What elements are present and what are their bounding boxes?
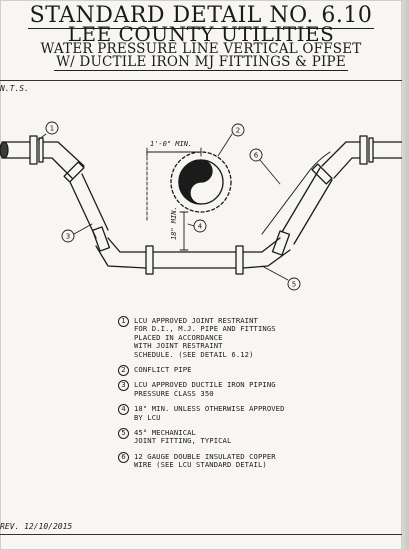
callout-4-circle	[193, 219, 207, 233]
callout-1: 1	[50, 125, 54, 133]
leader-4	[187, 223, 195, 227]
detail-title: STANDARD DETAIL NO. 6.10	[0, 3, 402, 29]
notes-list: 1 LCU APPROVED JOINT RESTRAINT FOR D.I., …	[118, 316, 378, 477]
note-text: LCU APPROVED DUCTILE IRON PIPING PRESSUR…	[134, 380, 276, 398]
callout-3-circle	[61, 229, 75, 243]
bottom-right-flange	[235, 245, 244, 275]
left-pipe-end	[0, 141, 9, 159]
vertical-dimension-line	[179, 211, 189, 251]
callout-5: 5	[292, 281, 296, 289]
callout-3: 3	[66, 233, 70, 241]
left-lower-flange	[91, 226, 111, 252]
note-text: 45° MECHANICAL JOINT FITTING, TYPICAL	[134, 428, 232, 446]
left-45-fitting	[42, 141, 85, 179]
detail-subtitle-line2-text: W/ DUCTILE IRON MJ FITTINGS & PIPE	[54, 54, 348, 71]
organization-name: LEE COUNTY UTILITIES	[67, 22, 335, 46]
revision-date: REV. 12/10/2015	[0, 522, 73, 531]
note-number: 2	[118, 365, 129, 377]
note-item: 1 LCU APPROVED JOINT RESTRAINT FOR D.I., …	[118, 316, 378, 359]
note-text: 12 GAUGE DOUBLE INSULATED COPPER WIRE (S…	[134, 451, 276, 470]
note-number: 1	[118, 316, 129, 327]
right-diagonal-pipe	[281, 167, 333, 245]
right-lower-flange	[271, 230, 291, 256]
right-joint-restraint	[359, 135, 368, 165]
callout-6: 6	[254, 152, 259, 160]
footer-border	[0, 534, 402, 535]
note-item: 5 45° MECHANICAL JOINT FITTING, TYPICAL	[118, 428, 378, 446]
leader-6	[259, 159, 281, 185]
note-item: 2 CONFLICT PIPE	[118, 365, 378, 377]
detail-subtitle-line2: W/ DUCTILE IRON MJ FITTINGS & PIPE	[0, 54, 402, 71]
horizontal-dimension-label: 1'-0" MIN.	[150, 140, 192, 148]
note-number: 6	[118, 451, 129, 463]
bottom-left-flange	[145, 245, 154, 275]
note-text: LCU APPROVED JOINT RESTRAINT FOR D.I., M…	[134, 316, 276, 359]
note-number: 3	[118, 380, 129, 392]
left-diagonal-pipe	[69, 173, 109, 239]
callout-1-circle	[45, 121, 59, 135]
vertical-offset-diagram: 1'-0" MIN. 18" MIN. 1 2 3 4 5 6	[0, 121, 402, 291]
note-number: 5	[118, 428, 129, 440]
right-45-fitting	[321, 141, 361, 179]
leader-3	[73, 223, 93, 235]
callout-2: 2	[236, 127, 240, 135]
tracer-wire	[261, 151, 331, 235]
right-outgoing-pipe	[372, 141, 402, 159]
title-block: STANDARD DETAIL NO. 6.10 LEE COUNTY UTIL…	[0, 0, 402, 81]
note-text: 18" MIN. UNLESS OTHERWISE APPROVED BY LC…	[134, 404, 285, 422]
page-edge	[402, 0, 409, 550]
detail-subtitle-line1: WATER PRESSURE LINE VERTICAL OFFSET	[40, 41, 362, 57]
note-item: 4 18" MIN. UNLESS OTHERWISE APPROVED BY L…	[118, 404, 378, 422]
leader-5	[261, 265, 289, 281]
callout-5-circle	[287, 277, 301, 291]
leader-2	[217, 133, 233, 157]
bottom-pipe	[152, 251, 237, 269]
note-number: 4	[118, 404, 129, 416]
right-joint-restraint-2	[368, 137, 374, 163]
horizontal-dimension-line	[146, 147, 202, 157]
conflict-pipe-section	[178, 159, 213, 205]
note-item: 6 12 GAUGE DOUBLE INSULATED COPPER WIRE (…	[118, 451, 378, 470]
right-fitting-flange	[311, 163, 333, 185]
callout-2-circle	[231, 123, 245, 137]
vertical-dimension-label: 18" MIN.	[170, 206, 178, 240]
left-fitting-flange	[63, 161, 85, 183]
note-item: 3 LCU APPROVED DUCTILE IRON PIPING PRESSU…	[118, 380, 378, 398]
left-joint-restraint	[29, 135, 38, 165]
detail-title-text: STANDARD DETAIL NO. 6.10	[27, 3, 375, 29]
leader-1	[37, 133, 47, 141]
note-text: CONFLICT PIPE	[134, 365, 192, 375]
scale-note: N.T.S.	[0, 84, 29, 93]
left-lower-fitting	[95, 237, 147, 269]
callout-6-circle	[249, 148, 263, 162]
left-joint-restraint-2	[38, 137, 44, 163]
right-lower-fitting	[242, 237, 291, 269]
left-incoming-pipe	[1, 141, 31, 159]
callout-4: 4	[198, 223, 203, 231]
